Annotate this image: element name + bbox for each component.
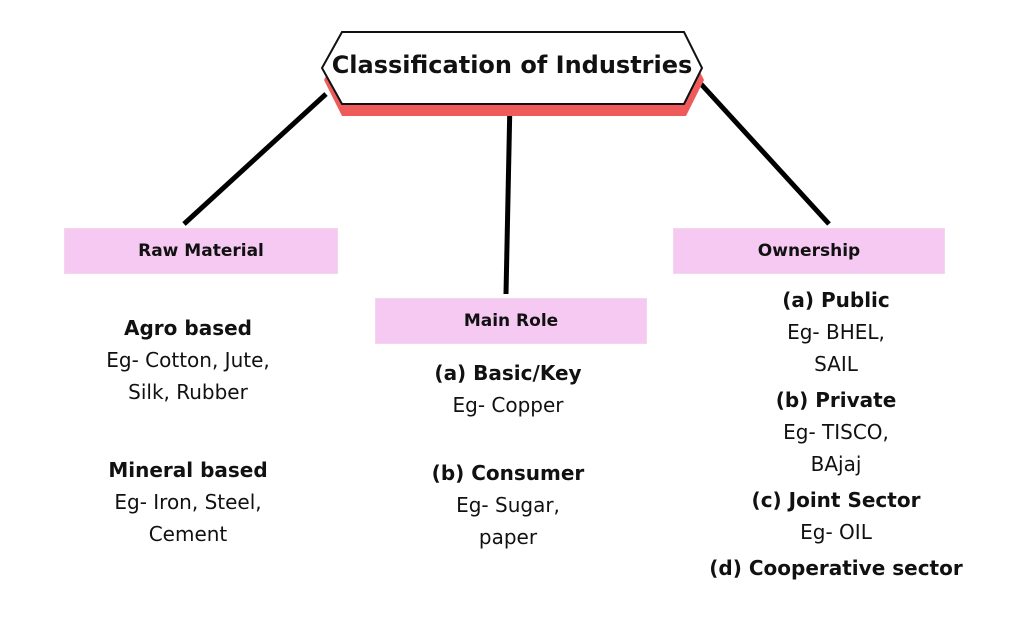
item-text: Eg- Copper: [452, 393, 564, 417]
item-text: Eg- OIL: [800, 520, 872, 544]
connector-main-role: [503, 99, 513, 295]
item-heading: Mineral based: [108, 458, 268, 482]
item-text: Eg- Iron, Steel,: [114, 490, 262, 514]
item-text: Eg- Sugar,: [456, 493, 560, 517]
item-heading: (a) Basic/Key: [434, 361, 582, 385]
item-text: Silk, Rubber: [128, 380, 248, 404]
item-heading: Agro based: [124, 316, 252, 340]
item-heading: (b) Private: [775, 388, 897, 412]
category-main-role: Main Role: [375, 298, 647, 344]
ownership-items: (a) Public Eg- BHEL, SAIL (b) Private Eg…: [700, 284, 972, 584]
category-main-role-label: Main Role: [463, 311, 559, 331]
category-ownership: Ownership: [673, 228, 945, 274]
item-text: BAjaj: [810, 452, 862, 476]
item-text: Cement: [148, 522, 228, 546]
item-text: Eg- TISCO,: [783, 420, 889, 444]
item-heading: (a) Public: [782, 288, 890, 312]
category-raw-material-label: Raw Material: [138, 241, 264, 261]
item-text: paper: [478, 525, 538, 549]
item-heading: (d) Cooperative sector: [709, 556, 963, 580]
diagram-title: Classification of Industries: [331, 51, 693, 79]
raw-material-items: Agro based Eg- Cotton, Jute, Silk, Rubbe…: [70, 312, 306, 550]
item-heading: (b) Consumer: [431, 461, 585, 485]
title-node: Classification of Industries: [320, 30, 704, 116]
item-text: Eg- BHEL,: [787, 320, 885, 344]
main-role-items: (a) Basic/Key Eg- Copper (b) Consumer Eg…: [390, 357, 626, 553]
item-text: Eg- Cotton, Jute,: [106, 348, 270, 372]
item-text: SAIL: [814, 352, 858, 376]
connector-raw-material: [182, 92, 328, 226]
connector-ownership: [699, 82, 831, 226]
item-heading: (c) Joint Sector: [751, 488, 921, 512]
title-hexagon-shape: [320, 31, 704, 116]
category-ownership-label: Ownership: [757, 241, 861, 261]
category-raw-material: Raw Material: [64, 228, 338, 274]
